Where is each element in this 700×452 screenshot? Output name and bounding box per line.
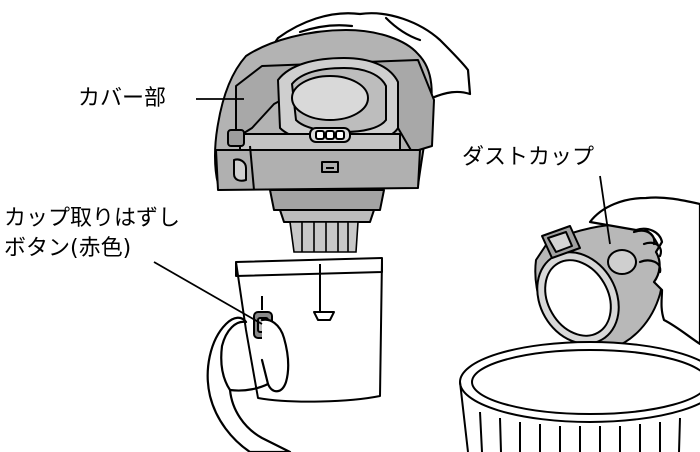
cover-assembly <box>214 29 435 223</box>
lower-dust-cup <box>235 257 383 403</box>
release-button-label-line2: ボタン(赤色) <box>4 236 132 261</box>
lower-hand <box>206 316 292 452</box>
release-button-label: カップ取りはずし ボタン(赤色) <box>4 204 180 264</box>
dust-cup-leader-line <box>599 175 611 245</box>
trash-bin <box>459 341 700 452</box>
cover-label: カバー部 <box>78 86 167 111</box>
release-button-label-line1: カップ取りはずし <box>4 206 181 231</box>
dust-cup-label: ダストカップ <box>462 145 595 170</box>
right-hand <box>588 196 700 346</box>
filter-shaft <box>289 221 359 253</box>
release-button-leader-line <box>153 261 263 325</box>
leader-lines <box>153 98 611 325</box>
dust-cup-emptying <box>534 223 664 349</box>
